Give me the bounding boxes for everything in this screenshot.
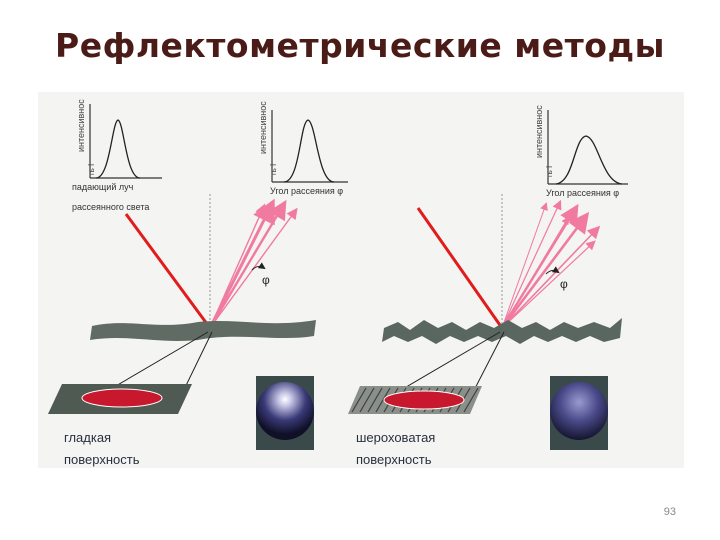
right-angle-label: φ — [560, 277, 568, 291]
left-scatter-chart: интенсивнос ть I Угол рассеяния φ — [258, 101, 348, 196]
left-angle-arc — [251, 262, 266, 271]
incident-ytick: ть I — [87, 164, 96, 176]
reflectometry-diagram: интенсивнос ть I падающий луч рассеянног… — [48, 99, 628, 467]
left-scattered-beams — [208, 198, 298, 329]
right-caption-2: поверхность — [356, 452, 432, 467]
left-caption-2: поверхность — [64, 452, 140, 467]
scatter-ylabel: интенсивнос — [258, 101, 268, 154]
scatter-xlabel: Угол рассеяния φ — [270, 186, 343, 196]
scatter-ylabel: интенсивнос — [534, 105, 544, 158]
left-surface — [90, 320, 316, 341]
incident-peak — [95, 119, 141, 179]
right-angle-arc — [545, 266, 560, 275]
right-incident-beam — [416, 207, 504, 329]
incident-ylabel: интенсивнос — [76, 99, 86, 152]
incident-xlabel-1: падающий луч — [72, 182, 134, 192]
left-spot — [81, 388, 163, 408]
left-incident-beam — [124, 213, 212, 329]
left-caption-1: гладкая — [64, 430, 111, 445]
right-scatter-chart: интенсивнос ть I Угол рассеяния φ — [534, 105, 628, 198]
scatter-ytick: ть I — [269, 164, 278, 176]
slide-title: Рефлектометрические методы — [55, 26, 665, 65]
left-sphere — [256, 382, 314, 440]
right-sphere — [550, 382, 608, 440]
scatter-ytick: ть I — [545, 166, 554, 178]
incident-xlabel-2: рассеянного света — [72, 202, 149, 212]
page-number: 93 — [663, 506, 676, 518]
left-incident-chart: интенсивнос ть I падающий луч рассеянног… — [72, 99, 162, 212]
left-angle-label: φ — [262, 273, 270, 287]
right-spot — [383, 390, 465, 410]
right-surface — [382, 318, 622, 344]
right-caption-1: шероховатая — [356, 430, 435, 445]
right-scattered-beams — [500, 199, 601, 329]
scatter-xlabel: Угол рассеяния φ — [546, 188, 619, 198]
scatter-peak — [555, 135, 623, 185]
scatter-peak — [283, 119, 335, 183]
reflectometry-figure: интенсивнос ть I падающий луч рассеянног… — [38, 92, 684, 468]
